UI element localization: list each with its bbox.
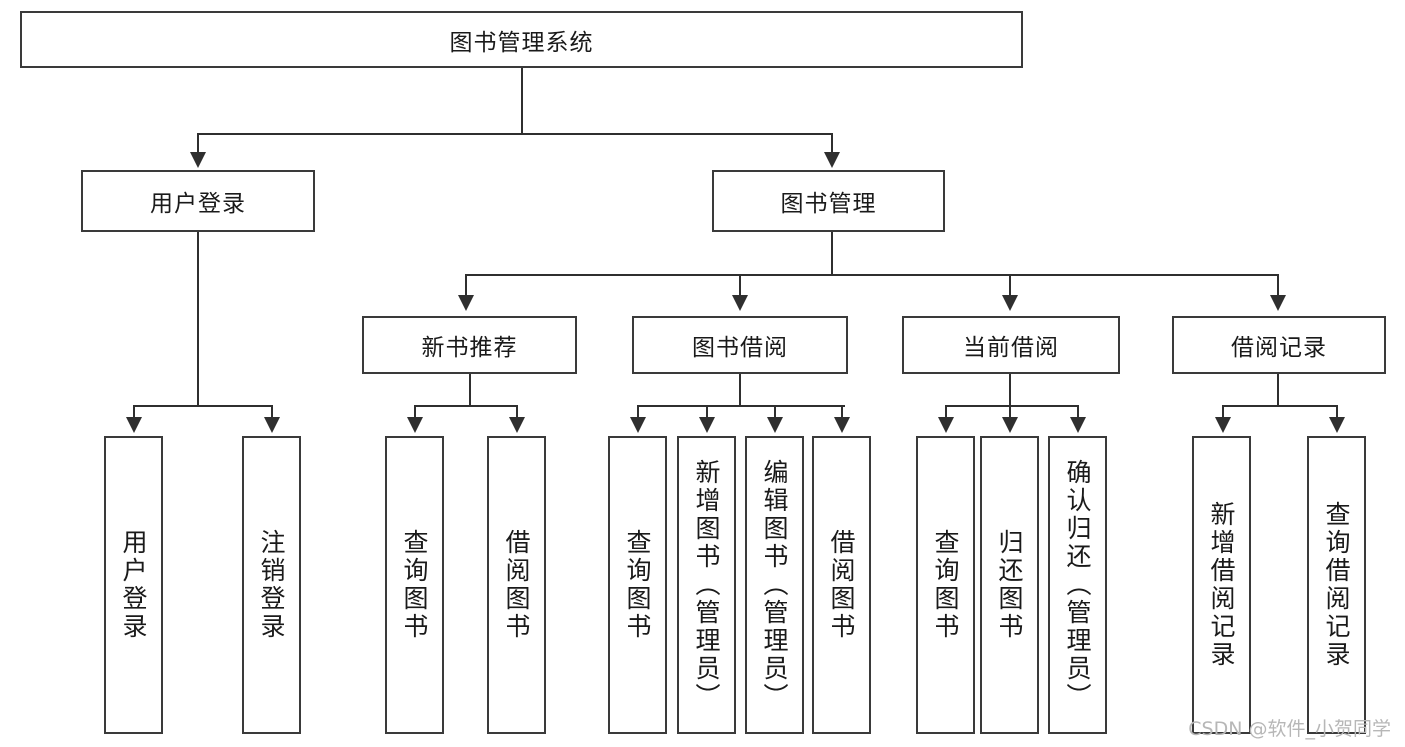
leaf-borrow-book-newbook[interactable]: 借阅图书 (487, 436, 546, 734)
leaf-add-book-admin[interactable]: 新增图书（管理员） (677, 436, 736, 734)
connector-current-borrow-bus (945, 405, 1079, 407)
connector-book-manage-stem (831, 232, 833, 275)
csdn-watermark: CSDN @软件_小贺同学 (1188, 718, 1391, 740)
leaf-query-book-newbook[interactable]: 查询图书 (385, 436, 444, 734)
node-label: 用户登录 (119, 529, 148, 641)
arrow-borrow-record-leaf-1 (1215, 417, 1231, 433)
node-label: 借阅图书 (827, 529, 856, 641)
node-label: 新增借阅记录 (1207, 501, 1236, 669)
connector-to-borrow-record (1277, 274, 1279, 298)
connector-book-borrow-stem (739, 374, 741, 406)
leaf-return-book[interactable]: 归还图书 (980, 436, 1039, 734)
node-user-login[interactable]: 用户登录 (81, 170, 315, 232)
node-label: 归还图书 (995, 529, 1024, 641)
leaf-logout[interactable]: 注销登录 (242, 436, 301, 734)
arrow-book-borrow-leaf-2 (699, 417, 715, 433)
node-label: 借阅图书 (502, 529, 531, 641)
leaf-confirm-return-admin[interactable]: 确认归还（管理员） (1048, 436, 1107, 734)
leaf-query-book-current[interactable]: 查询图书 (916, 436, 975, 734)
connector-book-borrow-leaf-4 (841, 405, 843, 419)
arrow-user-login-leaf-2 (264, 417, 280, 433)
connector-current-borrow-leaf-3 (1077, 405, 1079, 419)
connector-book-borrow-leaf-2 (706, 405, 708, 419)
arrow-to-current-borrow (1002, 295, 1018, 311)
arrow-user-login-leaf-1 (126, 417, 142, 433)
connector-borrow-record-leaf-2 (1336, 405, 1338, 419)
connector-new-book-leaf-2 (516, 405, 518, 419)
node-label: 注销登录 (257, 529, 286, 641)
connector-book-manage-bus (465, 274, 1277, 276)
node-label: 借阅记录 (1231, 335, 1327, 361)
node-book-borrow[interactable]: 图书借阅 (632, 316, 848, 374)
node-label: 查询图书 (623, 529, 652, 641)
node-label: 图书借阅 (692, 335, 788, 361)
leaf-add-borrow-record[interactable]: 新增借阅记录 (1192, 436, 1251, 734)
connector-new-book-bus (414, 405, 518, 407)
node-label: 查询图书 (400, 529, 429, 641)
connector-current-borrow-leaf-2 (1009, 405, 1011, 419)
arrow-book-borrow-leaf-4 (834, 417, 850, 433)
connector-new-book-stem (469, 374, 471, 406)
node-label: 确认归还（管理员） (1063, 459, 1092, 711)
arrow-root-to-user-login (190, 152, 206, 168)
arrow-borrow-record-leaf-2 (1329, 417, 1345, 433)
connector-book-borrow-bus (637, 405, 845, 407)
leaf-query-borrow-record[interactable]: 查询借阅记录 (1307, 436, 1366, 734)
connector-root-to-book-manage (831, 133, 833, 155)
leaf-user-login[interactable]: 用户登录 (104, 436, 163, 734)
node-label: 新增图书（管理员） (692, 459, 721, 711)
node-borrow-record[interactable]: 借阅记录 (1172, 316, 1386, 374)
connector-to-book-borrow (739, 274, 741, 298)
node-label: 当前借阅 (963, 335, 1059, 361)
arrow-book-borrow-leaf-1 (630, 417, 646, 433)
node-label: 用户登录 (150, 191, 246, 217)
connector-root-to-user-login (197, 133, 199, 155)
arrow-current-borrow-leaf-1 (938, 417, 954, 433)
arrow-current-borrow-leaf-2 (1002, 417, 1018, 433)
arrow-new-book-leaf-2 (509, 417, 525, 433)
node-book-management[interactable]: 图书管理 (712, 170, 945, 232)
leaf-edit-book-admin[interactable]: 编辑图书（管理员） (745, 436, 804, 734)
connector-user-login-leaf-2 (271, 405, 273, 419)
node-label: 查询借阅记录 (1322, 501, 1351, 669)
connector-root-bus (197, 133, 833, 135)
connector-book-borrow-leaf-3 (774, 405, 776, 419)
connector-user-login-bus (133, 405, 272, 407)
connector-new-book-leaf-1 (414, 405, 416, 419)
node-label: 图书管理 (780, 191, 877, 217)
connector-user-login-stem (197, 232, 199, 407)
node-label: 查询图书 (931, 529, 960, 641)
node-root-system[interactable]: 图书管理系统 (20, 11, 1023, 68)
connector-root-stem (521, 68, 523, 134)
connector-to-new-book (465, 274, 467, 298)
connector-user-login-leaf-1 (133, 405, 135, 419)
connector-current-borrow-leaf-1 (945, 405, 947, 419)
connector-borrow-record-leaf-1 (1222, 405, 1224, 419)
node-label: 编辑图书（管理员） (760, 459, 789, 711)
arrow-to-new-book (458, 295, 474, 311)
connector-current-borrow-stem (1009, 374, 1011, 406)
connector-to-current-borrow (1009, 274, 1011, 298)
connector-book-borrow-leaf-1 (637, 405, 639, 419)
arrow-to-borrow-record (1270, 295, 1286, 311)
arrow-new-book-leaf-1 (407, 417, 423, 433)
arrow-current-borrow-leaf-3 (1070, 417, 1086, 433)
node-new-book-recommend[interactable]: 新书推荐 (362, 316, 577, 374)
leaf-borrow-book[interactable]: 借阅图书 (812, 436, 871, 734)
arrow-to-book-borrow (732, 295, 748, 311)
arrow-book-borrow-leaf-3 (767, 417, 783, 433)
node-label: 图书管理系统 (449, 29, 594, 56)
connector-borrow-record-stem (1277, 374, 1279, 406)
connector-borrow-record-bus (1222, 405, 1338, 407)
node-current-borrow[interactable]: 当前借阅 (902, 316, 1120, 374)
leaf-query-book-borrow[interactable]: 查询图书 (608, 436, 667, 734)
arrow-root-to-book-manage (824, 152, 840, 168)
node-label: 新书推荐 (421, 335, 518, 361)
